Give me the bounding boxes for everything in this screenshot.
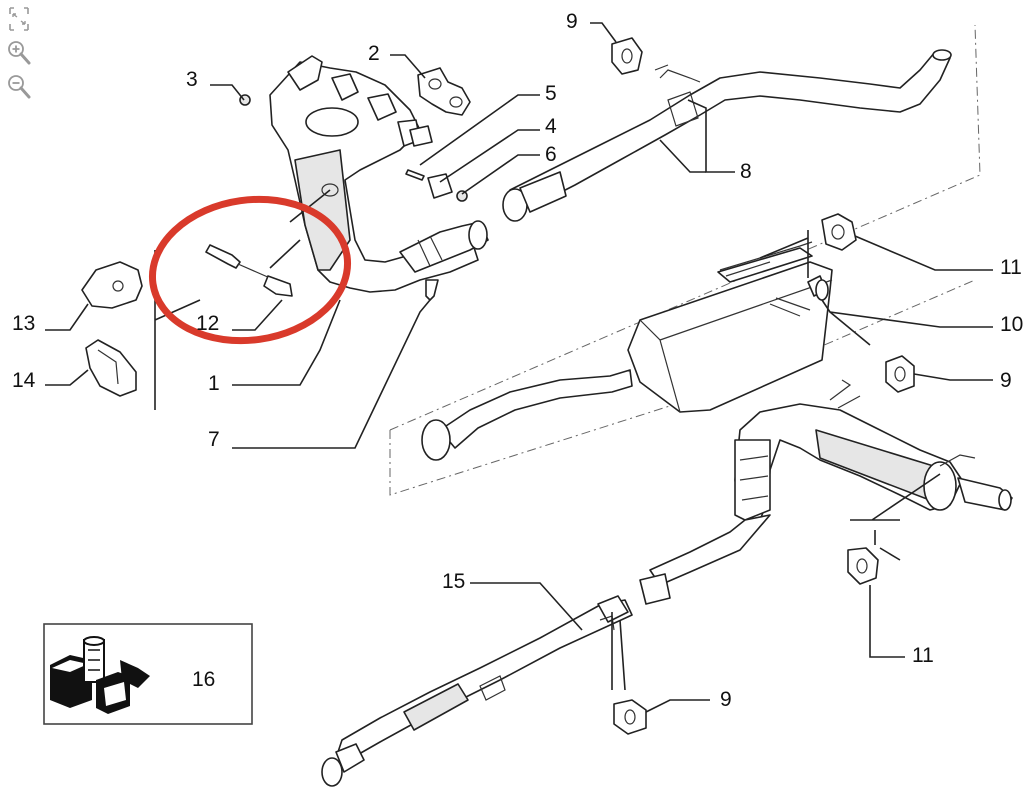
callout-7[interactable]: 7	[208, 428, 220, 451]
callout-2[interactable]: 2	[368, 42, 380, 65]
callout-6[interactable]: 6	[545, 143, 557, 166]
callout-13[interactable]: 13	[12, 312, 35, 335]
callout-9-bottom[interactable]: 9	[720, 688, 732, 711]
leader-lines	[45, 22, 993, 713]
viewer-toolbar	[4, 4, 38, 102]
zoom-out-button[interactable]	[4, 72, 34, 102]
oxygen-sensor[interactable]	[205, 244, 293, 297]
front-pipe[interactable]	[502, 49, 952, 222]
self-locking-nut[interactable]	[456, 190, 468, 202]
kit-icon	[50, 636, 150, 714]
manifold-gasket[interactable]	[409, 67, 471, 147]
callout-1[interactable]: 1	[208, 372, 220, 395]
callout-8[interactable]: 8	[740, 160, 752, 183]
callout-9-right[interactable]: 9	[1000, 369, 1012, 392]
center-pipe[interactable]	[321, 595, 633, 787]
rubber-mount-bracket[interactable]	[85, 339, 137, 397]
support-bracket[interactable]	[81, 261, 143, 309]
rubber-hanger[interactable]	[821, 213, 857, 251]
rear-silencer[interactable]	[639, 403, 1013, 605]
stud[interactable]	[405, 169, 425, 181]
callout-11-bottom[interactable]: 11	[912, 644, 934, 667]
zoom-in-button[interactable]	[4, 38, 34, 68]
callout-14[interactable]: 14	[12, 369, 36, 392]
clamp-bracket[interactable]	[427, 173, 453, 199]
callout-16[interactable]: 16	[192, 668, 215, 691]
intermediate-silencer[interactable]	[421, 247, 833, 461]
hanger-hook	[939, 454, 976, 467]
fit-screen-icon	[9, 7, 29, 31]
hanger-hook	[719, 241, 813, 277]
bolt[interactable]	[425, 279, 439, 301]
fit-screen-button[interactable]	[4, 4, 34, 34]
rubber-hanger[interactable]	[885, 355, 915, 393]
callout-5[interactable]: 5	[545, 82, 557, 105]
kit-info-box[interactable]	[43, 623, 253, 725]
hanger-hook	[829, 379, 861, 409]
rubber-hanger[interactable]	[611, 37, 643, 75]
callout-4[interactable]: 4	[545, 115, 557, 138]
callout-9-top[interactable]: 9	[566, 10, 578, 33]
callout-10[interactable]: 10	[1000, 313, 1023, 336]
rubber-hanger[interactable]	[613, 699, 647, 735]
highlight-circle	[148, 195, 352, 345]
callout-11-top[interactable]: 11	[1000, 256, 1022, 279]
callout-15[interactable]: 15	[442, 570, 465, 593]
callout-3[interactable]: 3	[186, 68, 198, 91]
rubber-hanger[interactable]	[847, 547, 879, 585]
frame-line	[389, 389, 721, 496]
frame-line	[389, 24, 981, 431]
zoom-in-icon	[8, 41, 31, 65]
exhaust-manifold-catalyst[interactable]	[269, 55, 489, 293]
zoom-out-icon	[8, 75, 31, 99]
callout-12[interactable]: 12	[196, 312, 219, 335]
